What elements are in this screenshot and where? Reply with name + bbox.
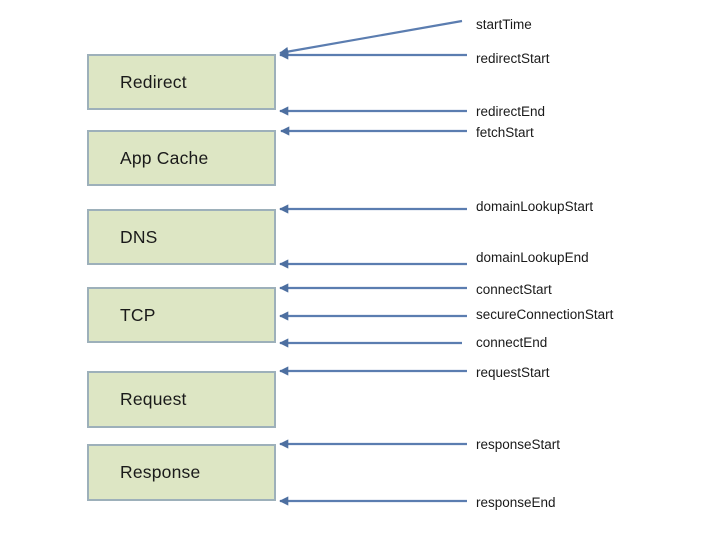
timing-label-redirectend: redirectEnd [476, 104, 546, 119]
phase-label-app-cache: App Cache [120, 147, 209, 168]
timing-label-responseend: responseEnd [476, 495, 556, 510]
phase-box-response: Response [87, 444, 276, 501]
timing-label-requeststart: requestStart [476, 365, 550, 380]
phase-box-tcp: TCP [87, 287, 276, 343]
arrow-starttime [279, 19, 463, 57]
phase-box-redirect: Redirect [87, 54, 276, 110]
timing-label-domainlookupend: domainLookupEnd [476, 250, 589, 265]
phase-label-tcp: TCP [120, 304, 156, 325]
phase-label-request: Request [120, 389, 187, 409]
phase-label-redirect: Redirect [120, 71, 187, 92]
timing-label-starttime: startTime [476, 17, 532, 32]
timing-label-connectstart: connectStart [476, 282, 552, 297]
phase-box-app-cache: App Cache [87, 130, 276, 186]
timing-label-fetchstart: fetchStart [476, 125, 534, 140]
phase-label-dns: DNS [120, 226, 158, 247]
phase-box-dns: DNS [87, 209, 276, 265]
timing-label-responsestart: responseStart [476, 437, 561, 452]
phase-box-request: Request [87, 371, 276, 428]
phase-label-response: Response [120, 462, 201, 482]
timing-label-secureconnectionstart: secureConnectionStart [476, 307, 614, 322]
timing-label-connectend: connectEnd [476, 335, 548, 350]
timing-label-domainlookupstart: domainLookupStart [476, 199, 594, 214]
timing-label-redirectstart: redirectStart [476, 51, 550, 66]
